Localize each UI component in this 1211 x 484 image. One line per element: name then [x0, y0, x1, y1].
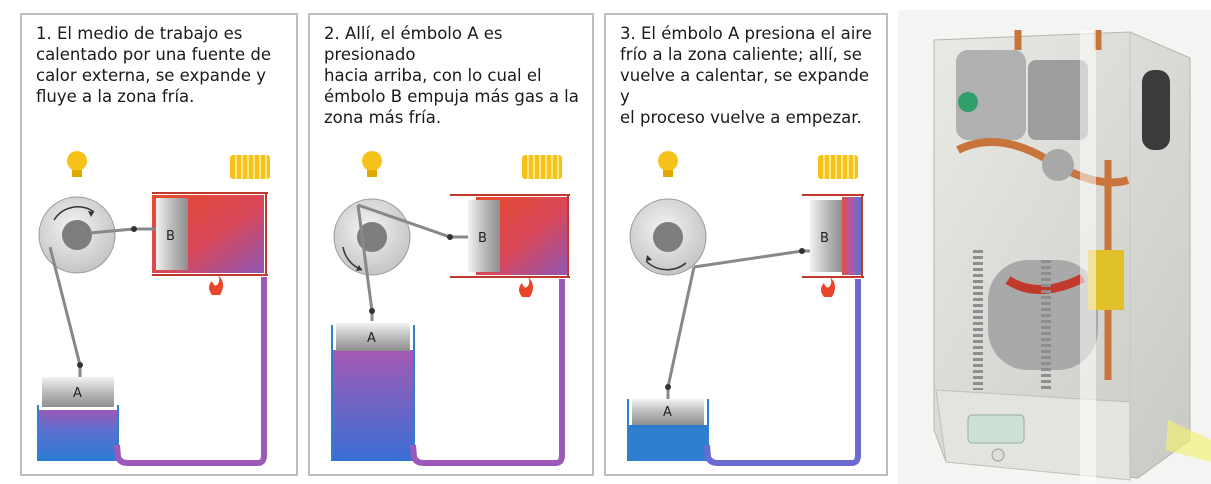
control-panel: [935, 389, 1131, 481]
rod-joint: [369, 308, 375, 314]
rod-joint: [131, 226, 137, 232]
control-knob: [991, 448, 1005, 462]
crank-rods: [666, 249, 810, 399]
boiler-drawing: [933, 30, 1211, 484]
bulb-icon: [362, 151, 382, 177]
radiator-icon: [230, 155, 270, 179]
rod-joint: [665, 384, 671, 390]
burner-unit: [956, 50, 1026, 140]
hot-loop: [1005, 273, 1085, 294]
piston-b: [468, 200, 500, 272]
flame-icon: [209, 275, 224, 295]
cold-cylinder: [331, 325, 415, 461]
glass-highlight: [1080, 30, 1096, 484]
rod-joint: [799, 248, 805, 254]
piston-a-label: A: [367, 331, 376, 346]
valve: [958, 92, 978, 112]
stage-3-diagram: B A: [627, 151, 864, 466]
piston-b: [810, 200, 842, 272]
piston-a-label: A: [73, 386, 82, 401]
flame-icon: [821, 277, 836, 297]
piston-b-label: B: [478, 231, 487, 246]
bulb-icon: [658, 151, 678, 177]
piston-b-label: B: [820, 231, 829, 246]
piston-b-label: B: [166, 229, 175, 244]
stage-1-panel: 1. El medio de trabajo es calentado por …: [20, 13, 298, 476]
hot-cylinder: [802, 194, 864, 278]
radiator-icon: [522, 155, 562, 179]
stage-2-caption: 2. Allí, el émbolo A es presionado hacia…: [324, 24, 579, 127]
rod-joint: [447, 234, 453, 240]
expansion-vessel: [1142, 70, 1170, 150]
transfer-pipe: [704, 279, 861, 466]
piston-a: [632, 399, 704, 425]
heat-exchanger: [1028, 60, 1088, 140]
copper-pipe: [1014, 30, 1102, 50]
stage-2-diagram: B A: [331, 151, 570, 466]
transfer-pipe: [410, 279, 565, 466]
radiator-icon: [818, 155, 858, 179]
pump: [1042, 149, 1074, 181]
piston-b: [156, 198, 188, 270]
piston-a: [336, 323, 410, 351]
cold-cylinder: [37, 405, 119, 461]
light-glow: [1166, 420, 1211, 462]
display-screen: [967, 414, 1025, 444]
stage-3-caption: 3. El émbolo A presiona el aire frío a l…: [620, 24, 872, 127]
bulb-icon: [67, 151, 87, 177]
flywheel: [629, 198, 707, 276]
boiler-illustration: [898, 10, 1211, 484]
transfer-pipe: [114, 277, 267, 466]
stage-3-panel: 3. El émbolo A presiona el aire frío a l…: [604, 13, 888, 476]
stage-1-diagram: B A: [37, 151, 270, 466]
rod-joint: [77, 362, 83, 368]
stage-1-caption: 1. El medio de trabajo es calentado por …: [36, 24, 272, 106]
cold-cylinder: [627, 399, 709, 461]
flame-icon: [519, 277, 534, 297]
flywheel: [38, 196, 116, 274]
piston-a: [42, 377, 114, 407]
stage-2-panel: 2. Allí, el émbolo A es presionado hacia…: [308, 13, 594, 476]
piston-a-label: A: [663, 405, 672, 420]
springs: [973, 250, 1051, 390]
